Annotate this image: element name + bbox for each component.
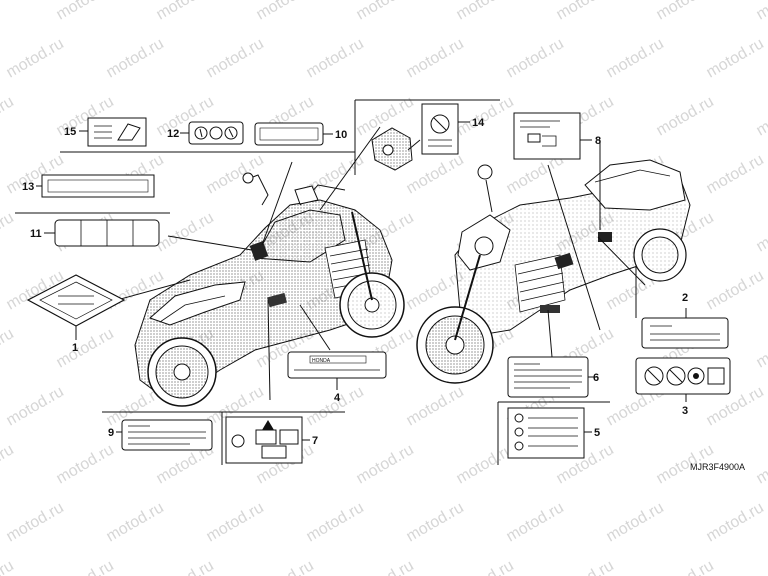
callout-numbers: 15 12 10 13 11 1 14 8 2 3 6 5 4 9 7 bbox=[22, 117, 688, 447]
watermark-text: motod.ru bbox=[404, 151, 467, 197]
leader-lines bbox=[116, 126, 646, 401]
watermark-text: motod.ru bbox=[54, 557, 117, 576]
watermark-text: motod.ru bbox=[654, 0, 717, 23]
label-14 bbox=[371, 103, 470, 171]
callout-3: 3 bbox=[682, 405, 688, 417]
watermark-text: motod.ru bbox=[0, 93, 17, 139]
watermark-text: motod.ru bbox=[104, 35, 167, 81]
watermark-text: motod.ru bbox=[0, 557, 17, 576]
label-8 bbox=[513, 112, 592, 160]
label-5 bbox=[507, 407, 592, 459]
watermark-text: motod.ru bbox=[354, 441, 417, 487]
watermark-text: motod.ru bbox=[0, 325, 17, 371]
watermark-text: motod.ru bbox=[0, 209, 17, 255]
watermark-text: motod.ru bbox=[754, 557, 768, 576]
label-tag-text: HONDA bbox=[312, 358, 331, 364]
watermark-text: motod.ru bbox=[304, 499, 367, 545]
watermark-text: motod.ru bbox=[204, 35, 267, 81]
callout-4: 4 bbox=[334, 392, 341, 404]
callout-13: 13 bbox=[22, 181, 34, 193]
watermark-text: motod.ru bbox=[354, 0, 417, 23]
watermark-text: motod.ru bbox=[104, 499, 167, 545]
watermark-text: motod.ru bbox=[704, 267, 767, 313]
callout-6: 6 bbox=[593, 372, 599, 384]
watermark-text: motod.ru bbox=[154, 0, 217, 23]
watermark-text: motod.ru bbox=[154, 557, 217, 576]
watermark-text: motod.ru bbox=[4, 499, 67, 545]
label-1 bbox=[26, 274, 126, 340]
watermark-text: motod.ru bbox=[654, 93, 717, 139]
diagram-code: MJR3F4900A bbox=[690, 462, 745, 472]
watermark-text: motod.ru bbox=[204, 151, 267, 197]
watermark-text: motod.ru bbox=[4, 383, 67, 429]
watermark-text: motod.ru bbox=[4, 35, 67, 81]
motorcycle-left bbox=[134, 172, 405, 407]
watermark-text: motod.ru bbox=[704, 499, 767, 545]
watermark-text: motod.ru bbox=[754, 325, 768, 371]
watermark-text: motod.ru bbox=[54, 325, 117, 371]
callout-2: 2 bbox=[682, 292, 688, 304]
label-13 bbox=[36, 174, 155, 198]
watermark-text: motod.ru bbox=[604, 35, 667, 81]
frame-lines bbox=[15, 99, 637, 465]
watermark-text: motod.ru bbox=[54, 441, 117, 487]
watermark-text: motod.ru bbox=[404, 499, 467, 545]
watermark-text: motod.ru bbox=[504, 499, 567, 545]
label-12 bbox=[188, 121, 244, 145]
watermark-text: motod.ru bbox=[304, 35, 367, 81]
watermark-text: motod.ru bbox=[604, 499, 667, 545]
watermark-text: motod.ru bbox=[754, 441, 768, 487]
callout-12: 12 bbox=[167, 128, 179, 140]
label-3 bbox=[635, 357, 731, 402]
watermark-text: motod.ru bbox=[254, 557, 317, 576]
watermark-text: motod.ru bbox=[0, 0, 17, 23]
label-7 bbox=[225, 416, 310, 464]
watermark-text: motod.ru bbox=[754, 93, 768, 139]
callout-15: 15 bbox=[64, 126, 76, 138]
label-2 bbox=[641, 308, 729, 349]
watermark-text: motod.ru bbox=[554, 557, 617, 576]
callout-10: 10 bbox=[335, 129, 347, 141]
watermark-text: motod.ru bbox=[404, 383, 467, 429]
watermark-text: motod.ru bbox=[454, 557, 517, 576]
label-15 bbox=[79, 117, 147, 147]
callout-8: 8 bbox=[595, 135, 601, 147]
watermark-text: motod.ru bbox=[754, 209, 768, 255]
watermark-text: motod.ru bbox=[404, 35, 467, 81]
watermark-text: motod.ru bbox=[254, 0, 317, 23]
callout-14: 14 bbox=[472, 117, 485, 129]
watermark-text: motod.ru bbox=[704, 35, 767, 81]
watermark-text: motod.ru bbox=[754, 0, 768, 23]
watermark-text: motod.ru bbox=[204, 499, 267, 545]
watermark-text: motod.ru bbox=[354, 557, 417, 576]
watermark-text: motod.ru bbox=[154, 209, 217, 255]
watermark-text: motod.ru bbox=[454, 0, 517, 23]
callout-1: 1 bbox=[72, 342, 78, 354]
callout-7: 7 bbox=[312, 435, 318, 447]
watermark-text: motod.ru bbox=[704, 151, 767, 197]
watermark-text: motod.ru bbox=[54, 0, 117, 23]
label-4: HONDA bbox=[287, 351, 387, 390]
label-11 bbox=[44, 219, 160, 247]
callout-5: 5 bbox=[594, 427, 600, 439]
watermark-text: motod.ru bbox=[504, 35, 567, 81]
watermark-text: motod.ru bbox=[454, 441, 517, 487]
watermark-text: motod.ru bbox=[654, 557, 717, 576]
watermark-text: motod.ru bbox=[554, 0, 617, 23]
label-10 bbox=[254, 122, 333, 146]
motorcycle-right bbox=[416, 159, 691, 384]
callout-11: 11 bbox=[30, 228, 42, 240]
label-9 bbox=[116, 419, 213, 451]
watermark-text: motod.ru bbox=[304, 383, 367, 429]
callout-9: 9 bbox=[108, 427, 114, 439]
watermark-text: motod.ru bbox=[0, 441, 17, 487]
label-6 bbox=[507, 356, 598, 398]
